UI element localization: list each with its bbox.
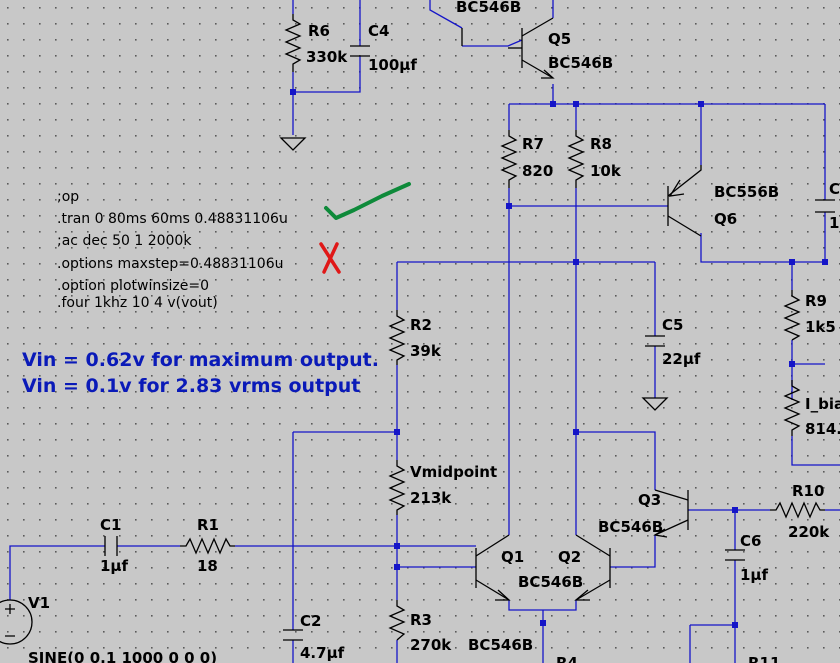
- resistor-r2[interactable]: [388, 310, 406, 365]
- resistor-i-bias[interactable]: [783, 380, 801, 436]
- capacitor-c6[interactable]: [725, 549, 745, 561]
- r10-name: R10: [792, 482, 824, 500]
- c5-value: 22µf: [662, 350, 701, 368]
- c-partial-name: C: [829, 180, 840, 198]
- capacitor-c4[interactable]: [350, 45, 370, 57]
- resistor-r1[interactable]: [180, 537, 235, 555]
- c6-name: C6: [740, 532, 761, 550]
- wires: [9, 0, 840, 663]
- resistor-r9[interactable]: [783, 290, 801, 341]
- vmidpoint-name: Vmidpoint: [410, 463, 497, 481]
- i-bias-name: I_bia: [805, 395, 840, 413]
- c4-name: C4: [368, 22, 389, 40]
- transistor-q5[interactable]: [461, 17, 555, 79]
- text-notes[interactable]: Vin = 0.62v for maximum output. Vin = 0.…: [22, 349, 379, 397]
- r6-value: 330k: [306, 48, 348, 66]
- spice-directives[interactable]: ;op .tran 0 80ms 60ms 0.48831106u ;ac de…: [57, 189, 288, 311]
- resistor-r3[interactable]: [388, 600, 406, 641]
- resistor-vmidpoint[interactable]: [388, 460, 406, 515]
- resistor-r8[interactable]: [567, 130, 585, 188]
- r3-name: R3: [410, 611, 432, 629]
- r6-name: R6: [308, 22, 330, 40]
- transistor-q2[interactable]: [574, 534, 611, 601]
- r7-value: 820: [522, 162, 553, 180]
- directive-tran: .tran 0 80ms 60ms 0.48831106u: [57, 211, 288, 227]
- q6-name: Q6: [714, 210, 737, 228]
- directive-ac: ;ac dec 50 1 2000k: [57, 233, 192, 249]
- capacitor-c1[interactable]: [104, 536, 118, 556]
- capacitor-c2[interactable]: [283, 629, 303, 641]
- r2-name: R2: [410, 316, 432, 334]
- capacitor-c-partial[interactable]: [815, 199, 835, 213]
- r4-name: R4: [556, 654, 578, 663]
- red-cross-icon: [319, 242, 341, 274]
- r10-value: 220k: [788, 523, 830, 541]
- c4-value: 100µf: [368, 56, 417, 74]
- c1-value: 1µf: [100, 557, 128, 575]
- transistor-q3[interactable]: [653, 489, 689, 538]
- c2-name: C2: [300, 612, 321, 630]
- q5-top-model: BC546B: [456, 0, 521, 16]
- directive-plotwinsize: .option plotwinsize=0: [57, 278, 209, 294]
- green-checkmark-icon: [324, 182, 411, 220]
- r9-value: 1k5: [805, 318, 836, 336]
- ground-symbol: [641, 397, 669, 411]
- r1-value: 18: [197, 557, 218, 575]
- q5-name: Q5: [548, 30, 571, 48]
- r8-value: 10k: [590, 162, 622, 180]
- v1-name: V1: [28, 594, 50, 612]
- resistor-r10[interactable]: [770, 501, 825, 519]
- transistor-q6[interactable]: [667, 165, 702, 237]
- c-partial-value: 1: [829, 214, 839, 232]
- q6-model: BC556B: [714, 183, 779, 201]
- r2-value: 39k: [410, 342, 442, 360]
- ground-symbol: [279, 137, 307, 151]
- vmidpoint-value: 213k: [410, 489, 452, 507]
- voltage-source-v1[interactable]: [0, 599, 33, 645]
- q2-name: Q2: [558, 548, 581, 566]
- r9-name: R9: [805, 292, 827, 310]
- q-bottom-model: BC546B: [468, 636, 533, 654]
- q5-model: BC546B: [548, 54, 613, 72]
- directive-four: .four 1khz 10 4 v(vout): [57, 295, 218, 311]
- q1-name: Q1: [501, 548, 524, 566]
- c6-value: 1µf: [740, 566, 768, 584]
- directive-op: ;op: [57, 189, 79, 205]
- r7-name: R7: [522, 135, 544, 153]
- q1-q2-model: BC546B: [518, 573, 583, 591]
- r8-name: R8: [590, 135, 612, 153]
- resistor-r6[interactable]: [284, 14, 302, 72]
- v1-value: SINE(0 0.1 1000 0 0 0): [28, 649, 217, 663]
- i-bias-value: 814.: [805, 420, 840, 438]
- junction-dots: [290, 89, 828, 628]
- q3-model: BC546B: [598, 518, 663, 536]
- r1-name: R1: [197, 516, 219, 534]
- r11-name: R11: [748, 654, 780, 663]
- note-max-output: Vin = 0.62v for maximum output.: [22, 349, 379, 371]
- directive-maxstep: .options maxstep=0.48831106u: [57, 256, 283, 272]
- c2-value: 4.7µf: [300, 644, 345, 662]
- transistor-q1[interactable]: [475, 534, 511, 601]
- q3-name: Q3: [638, 491, 661, 509]
- r3-value: 270k: [410, 636, 452, 654]
- resistor-r7[interactable]: [500, 130, 518, 188]
- c5-name: C5: [662, 316, 683, 334]
- note-rms-output: Vin = 0.1v for 2.83 vrms output: [22, 375, 360, 397]
- component-labels: R6 330k C4 100µf BC546B Q5 BC546B R7 820…: [28, 0, 840, 663]
- capacitor-c5[interactable]: [645, 335, 665, 347]
- c1-name: C1: [100, 516, 121, 534]
